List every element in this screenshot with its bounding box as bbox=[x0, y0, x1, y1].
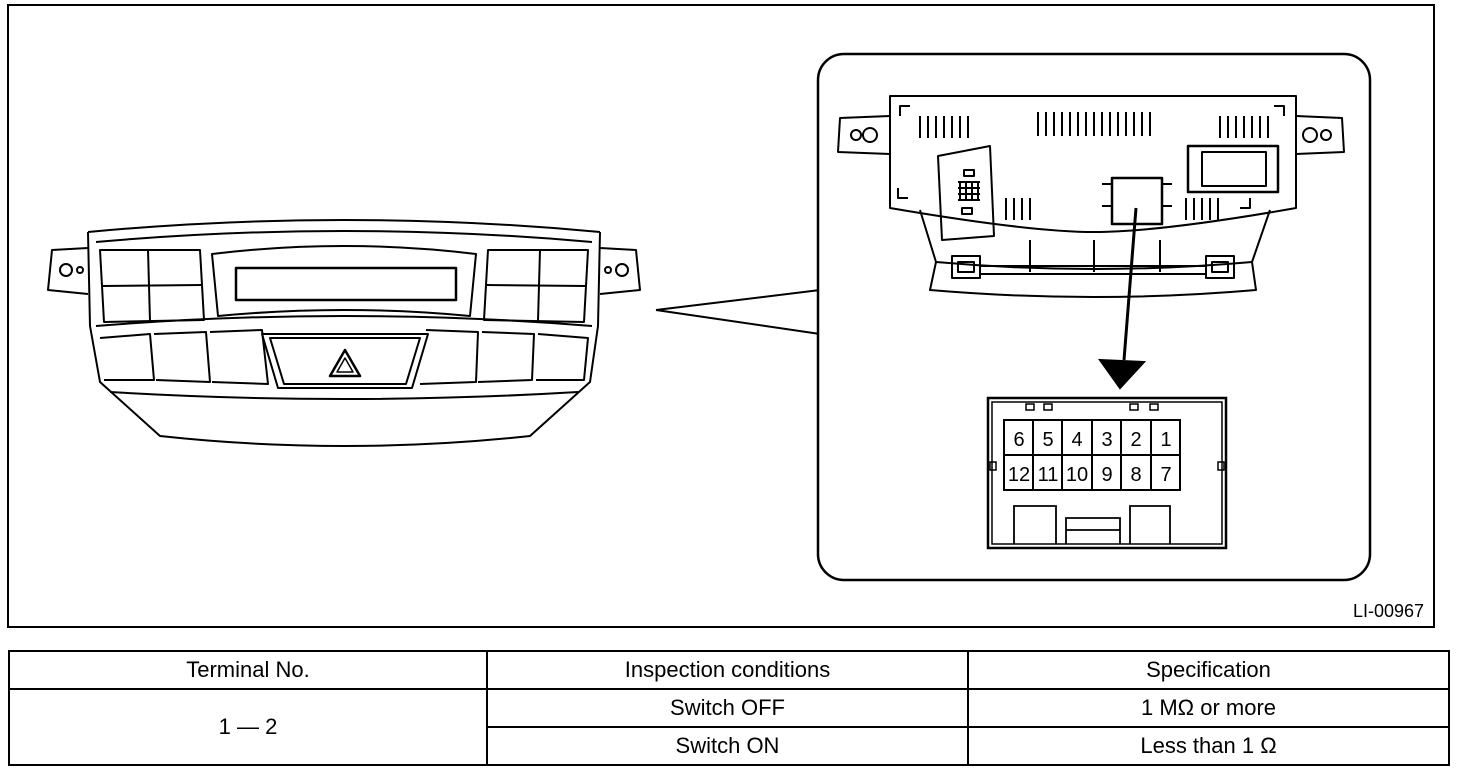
pin-label: 10 bbox=[1066, 464, 1088, 486]
table-row: 1 — 2 Switch OFF 1 MΩ or more bbox=[8, 688, 1450, 766]
control-panel-front-view bbox=[47, 219, 641, 447]
table-row: Switch ON Less than 1 Ω bbox=[9, 726, 1450, 766]
pin-label: 1 bbox=[1160, 429, 1171, 451]
inspection-table: Terminal No. Inspection conditions Speci… bbox=[8, 650, 1450, 766]
detail-arrow bbox=[1097, 207, 1147, 390]
table-header-row: Terminal No. Inspection conditions Speci… bbox=[8, 650, 1450, 690]
pin-label: 9 bbox=[1101, 464, 1112, 486]
pin-label: 3 bbox=[1101, 429, 1112, 451]
pin-label: 8 bbox=[1130, 464, 1141, 486]
pin-label: 6 bbox=[1013, 429, 1024, 451]
condition-cell: Switch ON bbox=[486, 726, 969, 766]
pin-label: 12 bbox=[1008, 464, 1030, 486]
component-illustration: 6 5 4 3 2 1 12 11 10 9 8 7 LI-00967 bbox=[7, 4, 1435, 628]
callout-pointer bbox=[655, 289, 821, 335]
pin-label: 11 bbox=[1038, 464, 1059, 486]
figure-code: LI-00967 bbox=[1353, 601, 1424, 621]
header-conditions: Inspection conditions bbox=[486, 650, 969, 690]
pin-label: 4 bbox=[1071, 429, 1082, 451]
pin-label: 2 bbox=[1130, 429, 1141, 451]
pin-label: 7 bbox=[1160, 464, 1171, 486]
condition-cell: Switch OFF bbox=[486, 688, 969, 728]
figure-frame bbox=[7, 4, 1435, 628]
header-specification: Specification bbox=[967, 650, 1450, 690]
control-panel-rear-view bbox=[837, 95, 1345, 298]
connector-face: 6 5 4 3 2 1 12 11 10 9 8 7 bbox=[986, 396, 1228, 550]
header-terminal: Terminal No. bbox=[8, 650, 488, 690]
pin-label: 5 bbox=[1042, 429, 1053, 451]
spec-cell: Less than 1 Ω bbox=[967, 726, 1450, 766]
terminal-cell: 1 — 2 bbox=[8, 688, 488, 766]
spec-cell: 1 MΩ or more bbox=[967, 688, 1450, 728]
